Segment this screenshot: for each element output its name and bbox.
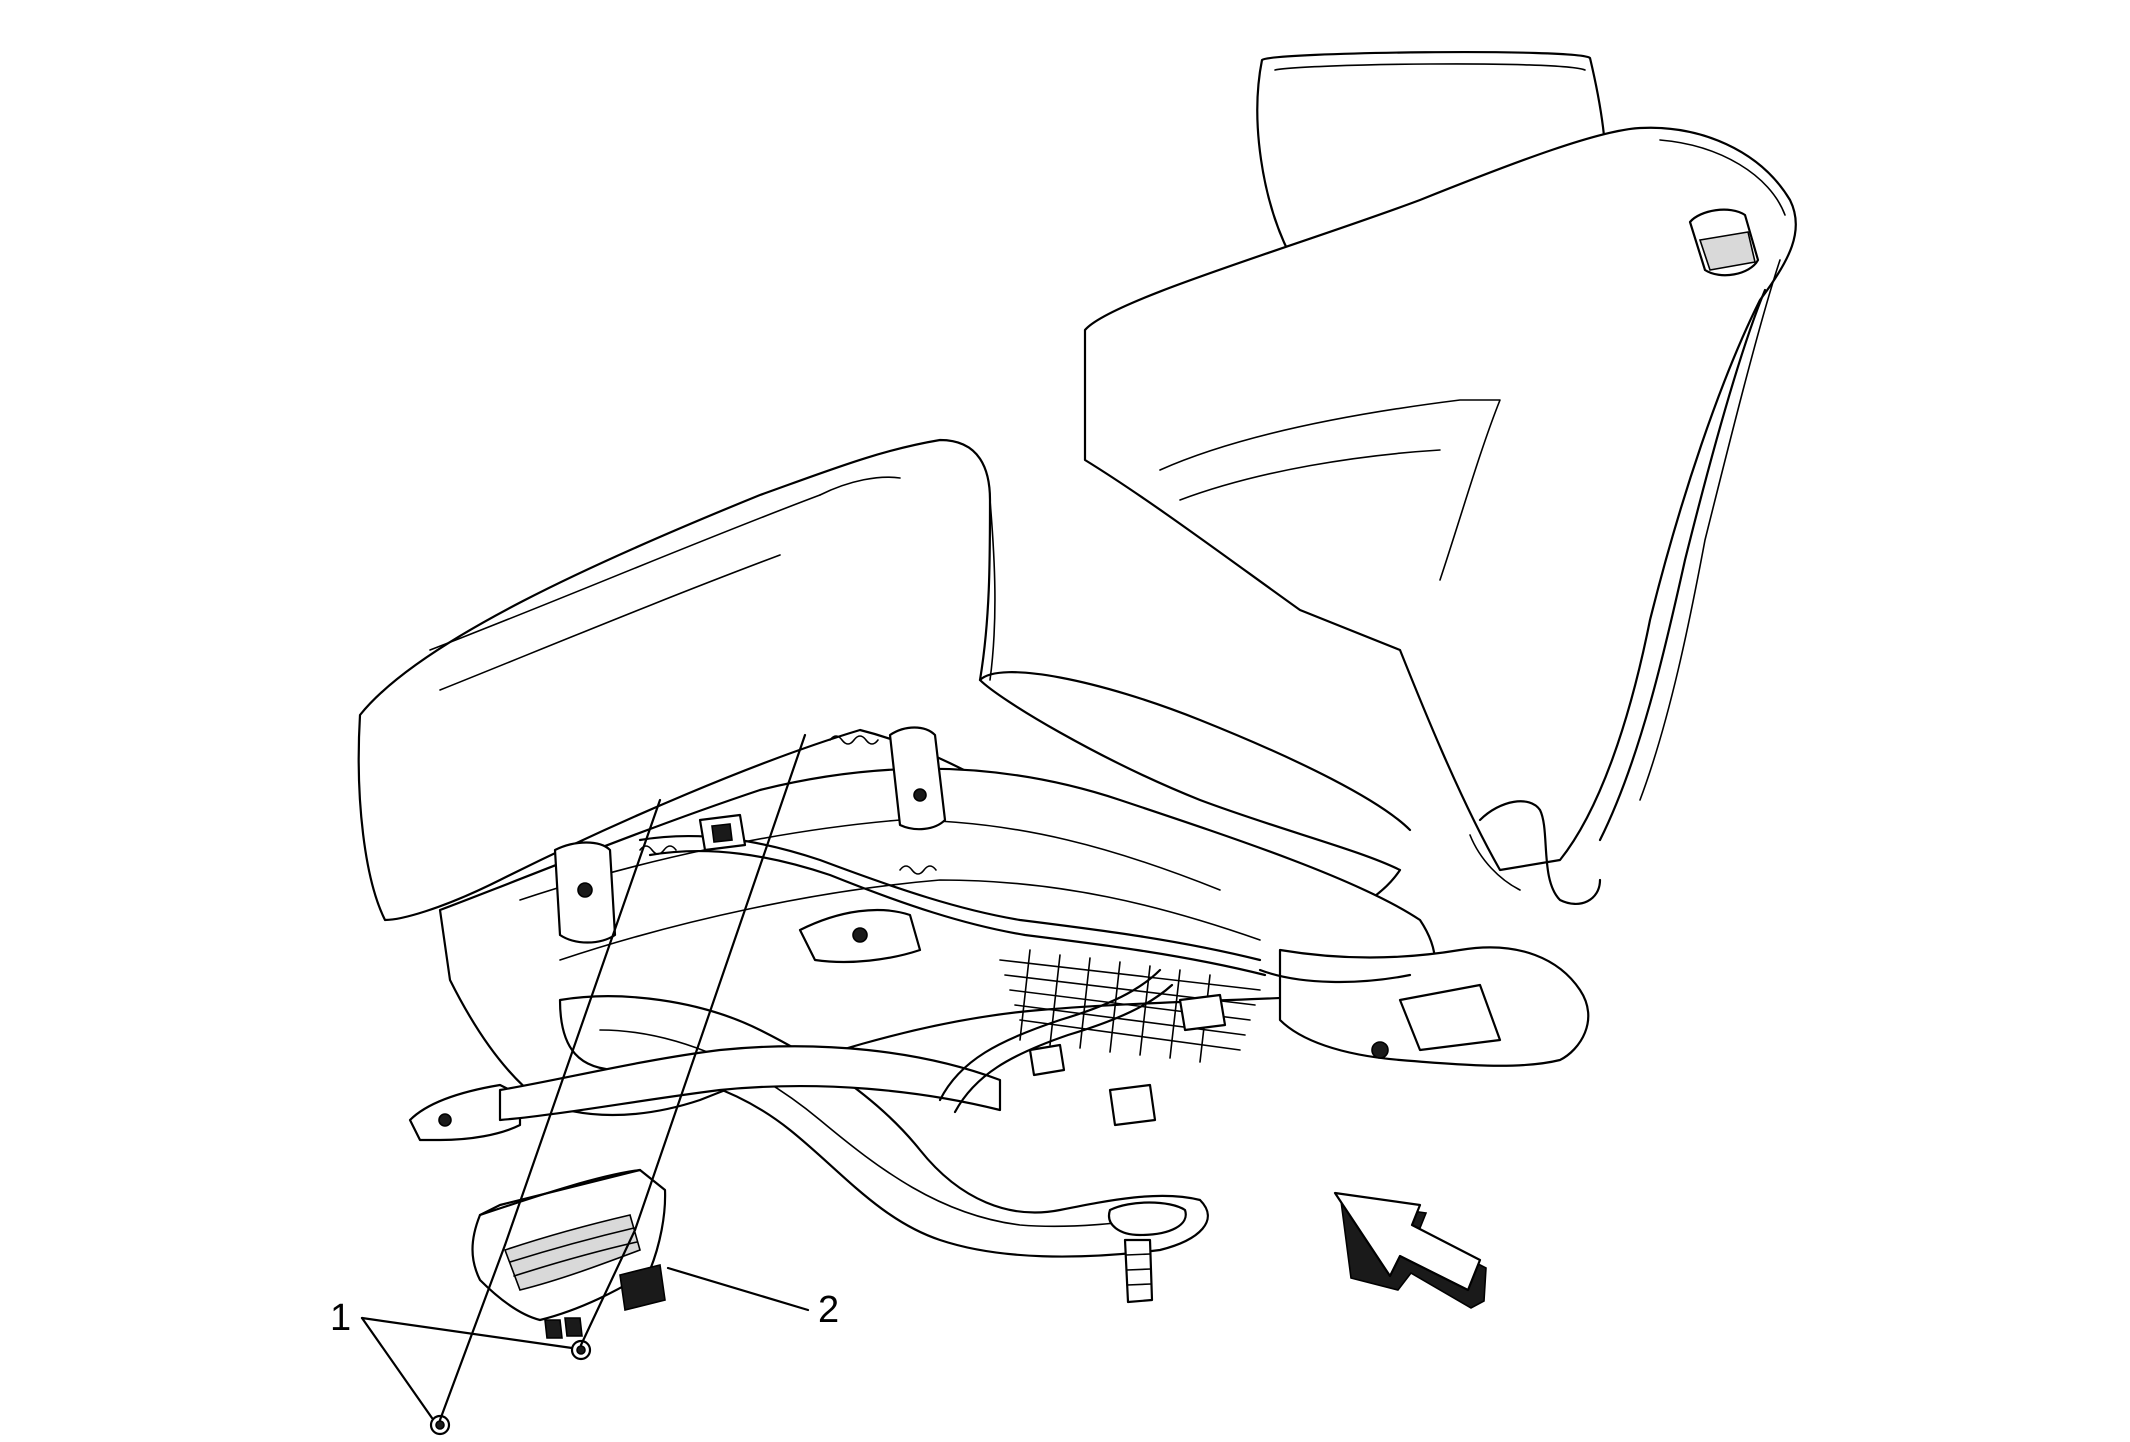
callout-1: 1 bbox=[330, 1297, 351, 1339]
callout-2: 2 bbox=[818, 1289, 839, 1331]
seat-frame bbox=[408, 726, 1602, 1304]
seat-module bbox=[471, 1168, 667, 1339]
callout-leaders bbox=[360, 1266, 810, 1420]
view-direction-arrow bbox=[1333, 1191, 1487, 1309]
wiring-harness bbox=[638, 735, 1412, 1127]
installation-guide-lines bbox=[438, 733, 807, 1422]
fasteners bbox=[429, 1339, 592, 1436]
seat-back bbox=[1083, 50, 1797, 872]
